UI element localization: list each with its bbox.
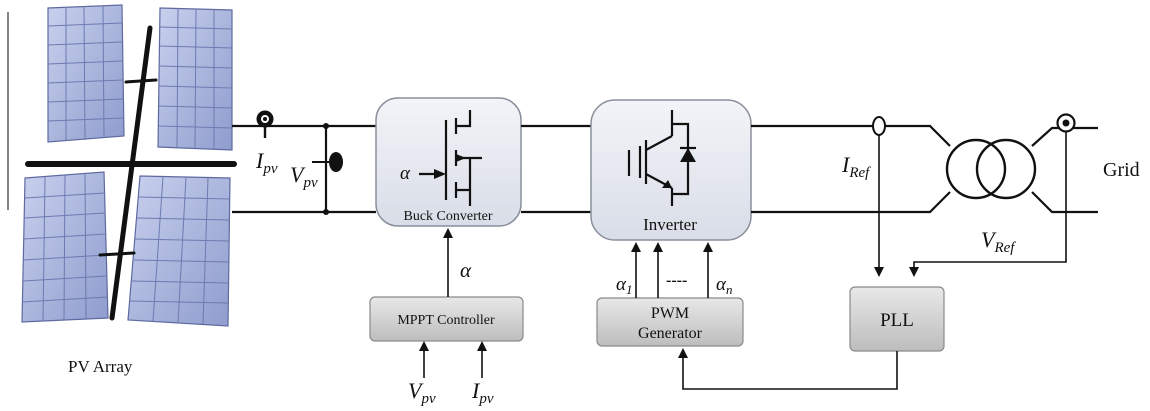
freewheel-diode <box>680 148 696 162</box>
gate-arrow <box>434 169 446 179</box>
grid-label: Grid <box>1103 159 1140 181</box>
pv-panel-bottom-right <box>127 175 231 327</box>
pwm-output-alpha1-label: α1 <box>616 274 632 297</box>
mosfet-body-arrow <box>456 154 466 162</box>
buck-converter-block: α Buck Converter <box>375 97 522 227</box>
mppt-controller-block: MPPT Controller <box>369 296 524 342</box>
igbt-emitter-arrow <box>662 180 672 188</box>
buck-gate-signal-label: α <box>400 163 411 184</box>
pv-voltage-label: Vpv <box>290 162 318 191</box>
buck-converter-label: Buck Converter <box>403 209 492 224</box>
pwm-generator-block: PWM Generator <box>596 297 744 347</box>
pll-label: PLL <box>880 310 914 331</box>
pv-current-sensor <box>256 110 274 138</box>
pv-current-label: Ipv <box>255 148 278 177</box>
mppt-output-label: α <box>460 258 472 282</box>
pwm-label-line1: PWM <box>651 305 689 322</box>
transformer-symbol <box>945 138 1037 200</box>
ref-voltage-sensor <box>909 113 1076 277</box>
mppt-input-ipv-label: Ipv <box>471 378 494 407</box>
pll-to-pwm-feedback <box>678 348 898 390</box>
mppt-controller-label: MPPT Controller <box>397 313 495 328</box>
inverter-block: Inverter <box>590 99 752 241</box>
pwm-label-line2: Generator <box>638 325 703 342</box>
pv-array-label: PV Array <box>68 357 133 376</box>
ref-current-sensor <box>872 116 886 277</box>
dc-bus <box>232 123 376 215</box>
pv-voltage-sensor <box>312 152 343 172</box>
mppt-input-vpv-label: Vpv <box>408 378 436 407</box>
ac-lines <box>751 124 951 214</box>
mosfet-symbol <box>419 110 482 206</box>
pv-panel-top-left <box>47 4 125 143</box>
pv-panel-top-right <box>157 7 233 151</box>
ref-current-label: IRef <box>841 152 871 181</box>
inverter-label: Inverter <box>643 215 697 234</box>
grid-lines <box>1031 126 1098 214</box>
pv-support-frame <box>25 25 237 321</box>
pwm-gate-dots: ---- <box>666 272 687 289</box>
pv-panel-bottom-left <box>21 171 109 323</box>
pv-array: PV Array <box>7 4 237 376</box>
ref-voltage-label: VRef <box>981 227 1016 256</box>
pll-block: PLL <box>849 286 945 352</box>
pwm-output-alphan-label: αn <box>716 274 732 297</box>
